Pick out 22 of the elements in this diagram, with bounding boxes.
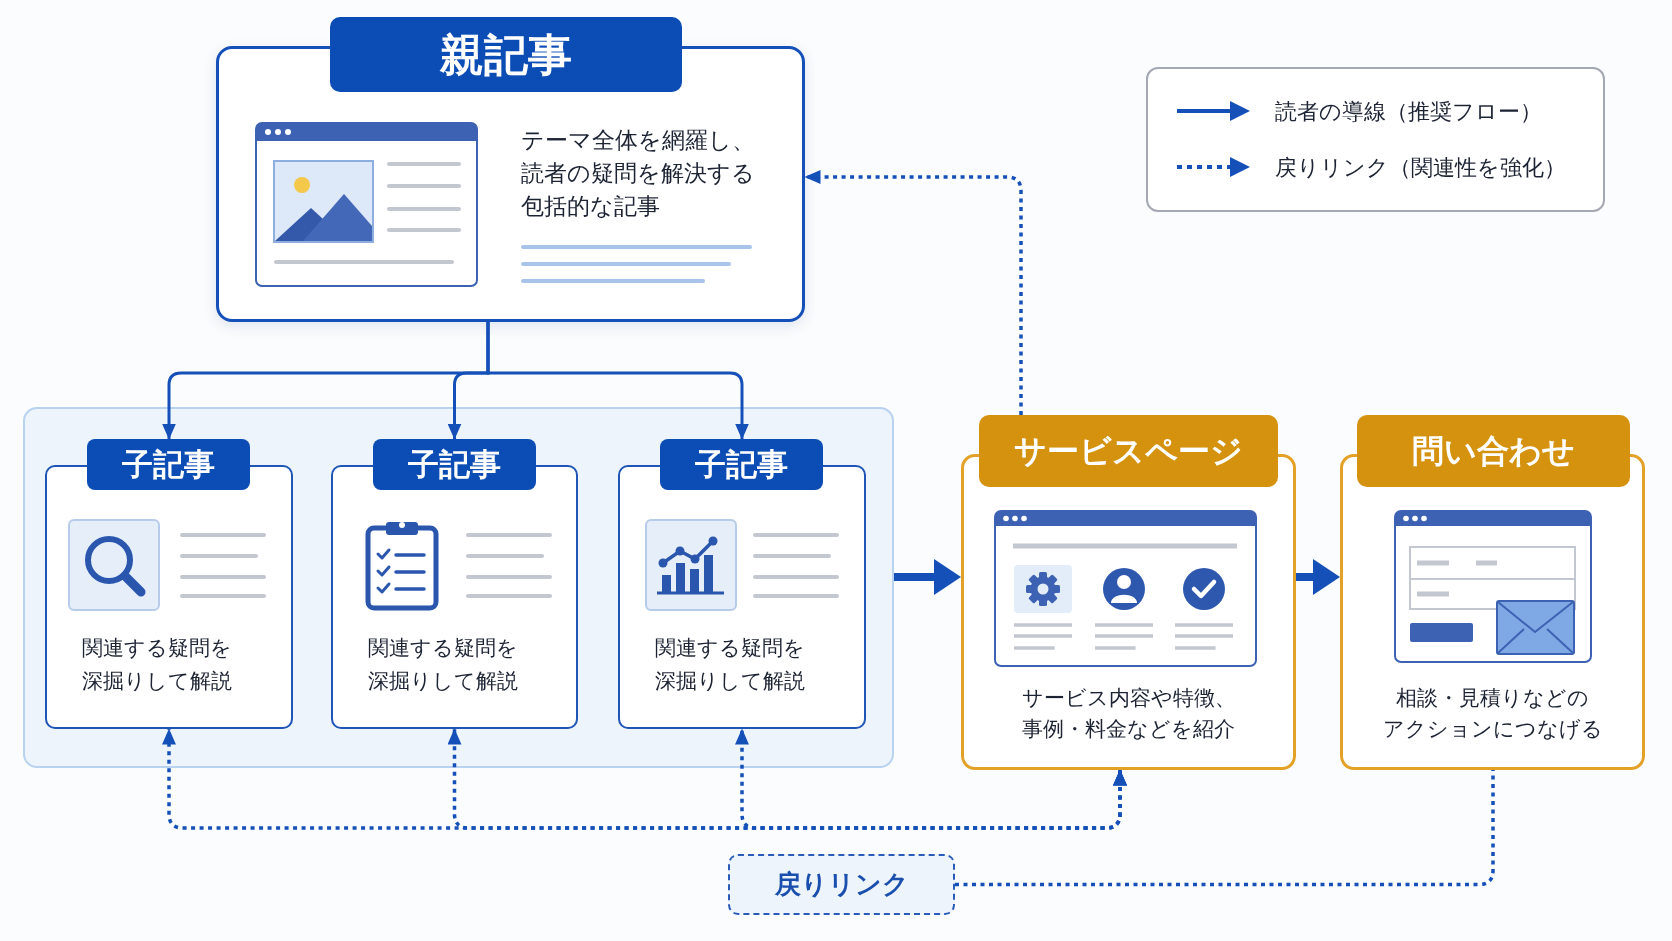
heading-tab: 子記事 (660, 439, 823, 490)
dashed-label-box: 戻りリンク (728, 854, 955, 915)
arrow (735, 728, 1127, 830)
connector-line (955, 770, 1495, 887)
arrow (894, 559, 961, 595)
heading-tab: 子記事 (373, 439, 536, 490)
legend-label: 戻りリンク（関連性を強化） (1275, 153, 1566, 182)
description-text: サービス内容や特徴、事例・料金などを紹介 (1020, 685, 1237, 743)
heading-tab: サービスページ (979, 415, 1278, 487)
arrow (486, 322, 749, 440)
legend-label: 読者の導線（推奨フロー） (1275, 97, 1542, 126)
description-text: テーマ全体を網羅し、読者の疑問を解決する包括的な記事 (521, 126, 756, 221)
heading-tab: 親記事 (330, 17, 682, 92)
arrow (1296, 559, 1340, 595)
description-text: 相談・見積りなどのアクションにつなげる (1381, 685, 1604, 743)
heading-tab: 問い合わせ (1357, 415, 1630, 487)
description-text: 関連する疑問を深掘りして解説 (82, 635, 233, 695)
description-text: 関連する疑問を深掘りして解説 (368, 635, 519, 695)
group-panel (23, 407, 894, 768)
arrow (804, 170, 1023, 415)
description-text: 関連する疑問を深掘りして解説 (655, 635, 806, 695)
heading-tab: 子記事 (87, 439, 250, 490)
